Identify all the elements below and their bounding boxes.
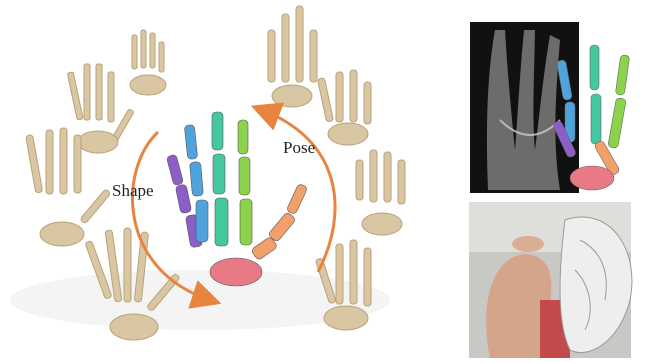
finger-middle bbox=[212, 112, 228, 246]
shape-label: Shape bbox=[112, 181, 154, 201]
mri-scan-panel bbox=[470, 22, 579, 193]
skeleton-hand-top-right bbox=[268, 6, 317, 107]
pose-label: Pose bbox=[283, 138, 315, 158]
thumb bbox=[251, 183, 308, 260]
skeleton-hand-right-2 bbox=[356, 150, 405, 235]
photo-panel bbox=[469, 202, 632, 358]
skeleton-hand-right-1 bbox=[317, 70, 371, 145]
finger-index bbox=[238, 120, 252, 245]
skeleton-hand-top-left-small bbox=[130, 30, 166, 95]
carpal-bones bbox=[210, 258, 262, 286]
